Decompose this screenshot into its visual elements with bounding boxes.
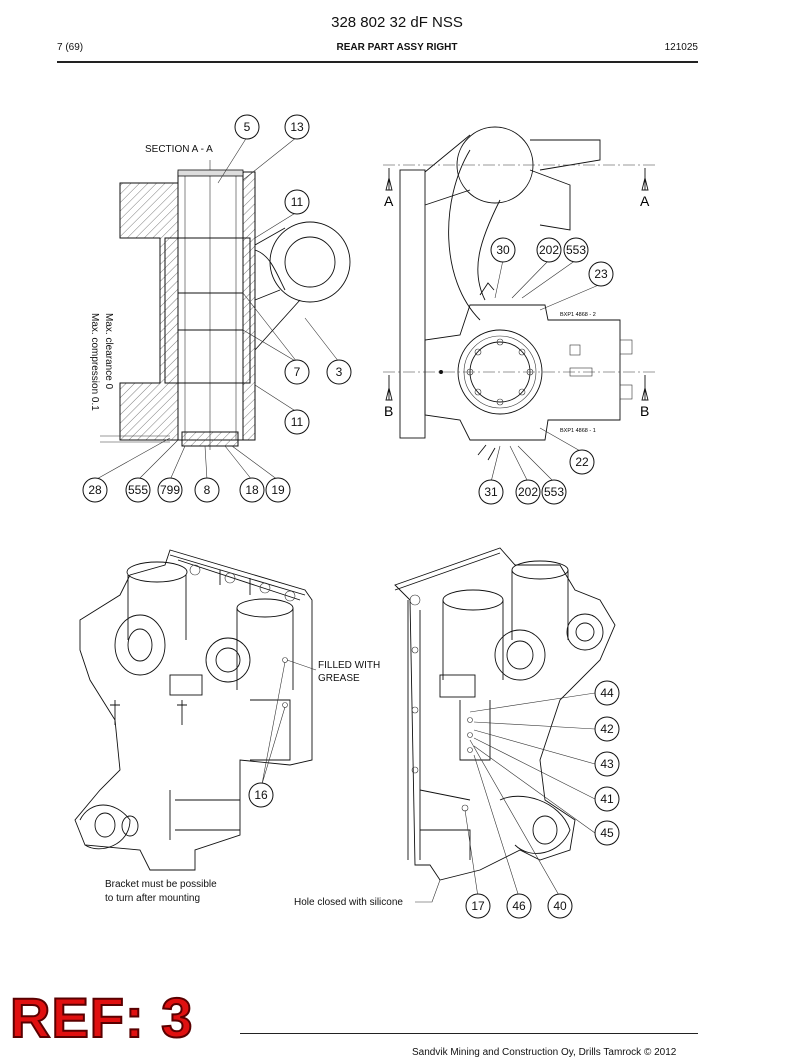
svg-text:23: 23: [594, 267, 608, 281]
svg-text:553: 553: [544, 485, 564, 499]
document-code: 121025: [664, 42, 698, 53]
marker-b-left: B: [384, 403, 393, 419]
svg-text:31: 31: [484, 485, 498, 499]
balloon-19: 19: [265, 477, 291, 503]
balloon-11b: 11: [284, 409, 310, 435]
svg-text:45: 45: [600, 826, 614, 840]
svg-text:3: 3: [336, 365, 343, 379]
svg-text:22: 22: [575, 455, 589, 469]
note-grease-2: GREASE: [318, 673, 360, 684]
svg-text:40: 40: [553, 899, 567, 913]
note-bxp-2: BXP1 4868 - 2: [560, 312, 596, 318]
svg-text:41: 41: [600, 792, 614, 806]
balloon-42: 42: [594, 716, 620, 742]
iso-view-left: FILLED WITH GREASE 16 Bracket must be po…: [74, 549, 380, 904]
svg-text:17: 17: [471, 899, 485, 913]
compression-label: Max. compression 0.1: [89, 313, 100, 411]
balloon-22: 22: [569, 449, 595, 475]
balloon-8: 8: [194, 477, 220, 503]
section-title: SECTION A - A: [145, 144, 213, 155]
svg-text:46: 46: [512, 899, 526, 913]
svg-text:11: 11: [291, 195, 304, 209]
balloon-11: 11: [284, 189, 310, 215]
svg-text:18: 18: [245, 483, 259, 497]
balloon-43: 43: [594, 751, 620, 777]
svg-text:7: 7: [294, 365, 301, 379]
header-rule: [57, 61, 698, 63]
svg-text:11: 11: [291, 415, 304, 429]
note-bracket-1: Bracket must be possible: [105, 879, 217, 890]
svg-text:202: 202: [539, 243, 559, 257]
balloon-16: 16: [248, 782, 274, 808]
body-outline: [424, 304, 621, 441]
balloon-40: 40: [547, 893, 573, 919]
svg-text:553: 553: [566, 243, 586, 257]
front-view: A A B B BXP1 4868 - 2 BXP1 4868 - 1 30 2…: [383, 126, 655, 505]
balloon-18: 18: [239, 477, 265, 503]
svg-text:16: 16: [254, 788, 268, 802]
balloon-553: 553: [563, 237, 589, 263]
svg-text:8: 8: [204, 483, 211, 497]
balloon-41: 41: [594, 786, 620, 812]
balloon-5: 5: [234, 114, 260, 140]
svg-text:30: 30: [496, 243, 510, 257]
balloon-202: 202: [536, 237, 562, 263]
section-view: SECTION A - A Max. clearance 0 Max. comp…: [82, 114, 352, 503]
clearance-label: Max. clearance 0: [103, 313, 114, 390]
marker-a-right: A: [640, 193, 650, 209]
svg-text:28: 28: [88, 483, 102, 497]
balloon-3: 3: [326, 359, 352, 385]
ref-stamp: REF: 3: [9, 985, 194, 1050]
page-number: 7 (69): [57, 42, 84, 53]
balloon-31: 31: [478, 479, 504, 505]
sheet-title: REAR PART ASSY RIGHT: [336, 42, 458, 53]
balloon-553b: 553: [541, 479, 567, 505]
balloon-555: 555: [125, 477, 151, 503]
pin: [177, 171, 244, 441]
balloon-17: 17: [465, 893, 491, 919]
balloon-46: 46: [506, 893, 532, 919]
svg-text:555: 555: [128, 483, 148, 497]
balloon-44: 44: [594, 680, 620, 706]
balloon-45: 45: [594, 820, 620, 846]
svg-text:202: 202: [518, 485, 538, 499]
note-bracket-2: to turn after mounting: [105, 893, 200, 904]
document-title: 328 802 32 dF NSS: [331, 14, 463, 31]
mounting-plate: [399, 169, 426, 439]
iso-view-right: Hole closed with silicone 44 42 43 41 45…: [294, 547, 620, 919]
svg-text:5: 5: [244, 120, 251, 134]
marker-b-right: B: [640, 403, 649, 419]
footer-rule: [240, 1033, 698, 1034]
svg-text:799: 799: [160, 483, 180, 497]
balloon-30: 30: [490, 237, 516, 263]
svg-text:13: 13: [290, 120, 304, 134]
note-hole: Hole closed with silicone: [294, 897, 403, 908]
svg-text:43: 43: [600, 757, 614, 771]
marker-a-left: A: [384, 193, 394, 209]
balloon-28: 28: [82, 477, 108, 503]
balloon-7: 7: [284, 359, 310, 385]
balloon-799: 799: [157, 477, 183, 503]
svg-text:42: 42: [600, 722, 614, 736]
svg-text:44: 44: [600, 686, 614, 700]
note-grease-1: FILLED WITH: [318, 660, 380, 671]
balloon-13: 13: [284, 114, 310, 140]
svg-text:19: 19: [271, 483, 285, 497]
note-bxp-1: BXP1 4868 - 1: [560, 428, 596, 434]
balloon-202b: 202: [515, 479, 541, 505]
balloon-23: 23: [588, 261, 614, 287]
